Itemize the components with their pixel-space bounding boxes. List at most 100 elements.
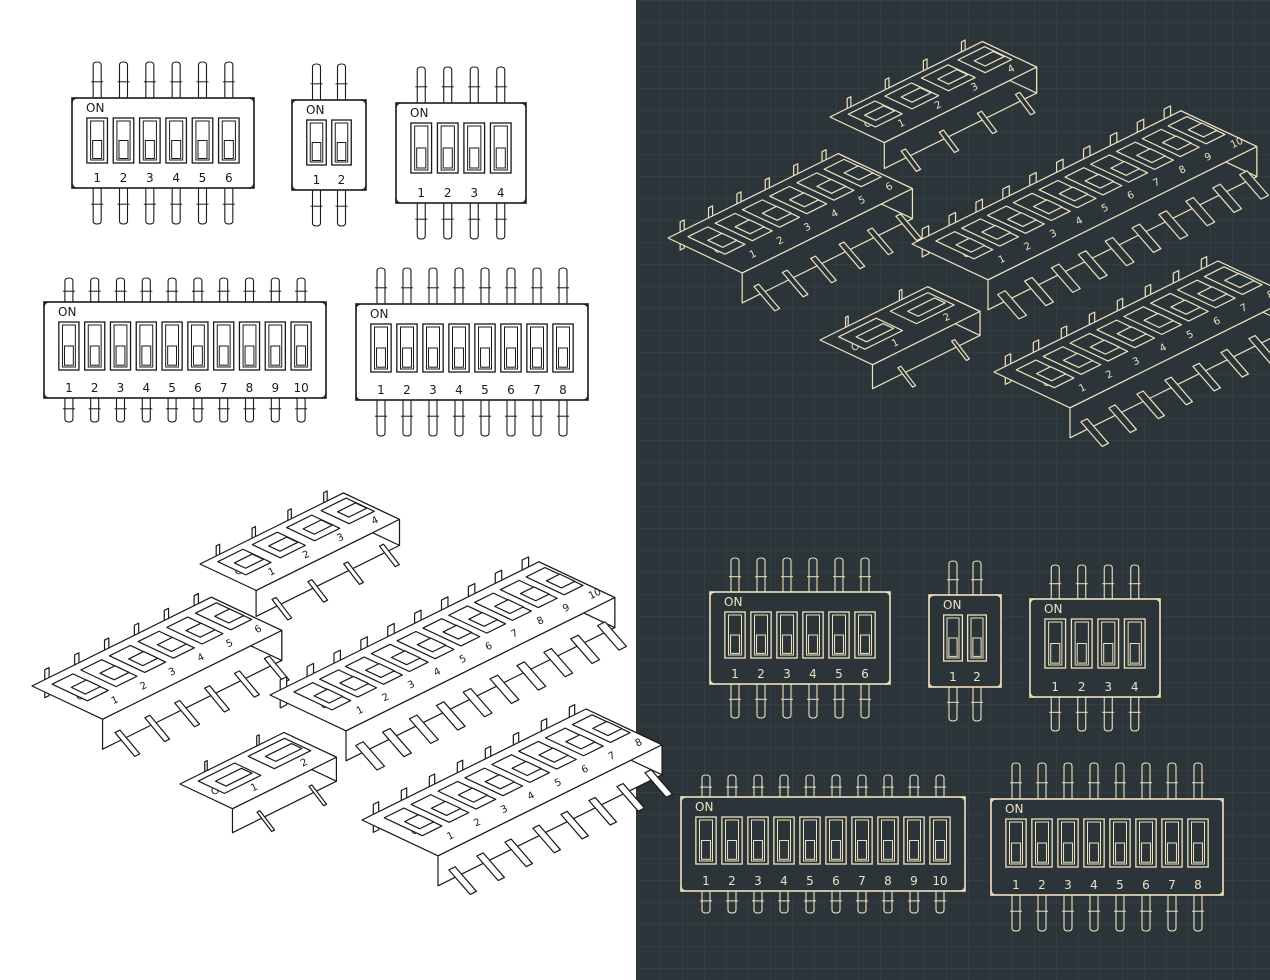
corner-notch <box>995 594 1002 601</box>
pin-front <box>900 148 922 172</box>
pin-front <box>951 339 970 362</box>
switch-lever <box>1110 160 1141 176</box>
switch-lever <box>788 192 820 208</box>
switch-slot-inner <box>216 324 231 368</box>
switch-lever <box>955 237 986 253</box>
switch-lever <box>855 322 895 343</box>
switch-slot <box>1083 818 1105 868</box>
switch-number: 1 <box>1051 680 1059 694</box>
switch-slot-inner <box>1113 821 1127 865</box>
pin-top <box>857 774 867 797</box>
switch-slot-inner <box>478 326 492 370</box>
switch-lever <box>141 345 152 366</box>
switch-slot <box>1135 818 1157 868</box>
on-label: ON <box>1044 602 1062 616</box>
pin-front <box>1239 170 1270 200</box>
switch-number: 3 <box>429 383 437 397</box>
pin-bottom <box>948 687 958 722</box>
pin-bottom <box>428 400 438 437</box>
switch-number: 2 <box>301 549 312 562</box>
switch-slot <box>1161 818 1183 868</box>
switch-slot-inner <box>1048 621 1063 666</box>
switch-number: 4 <box>780 874 788 888</box>
switch-lever <box>376 347 386 368</box>
switch-lever <box>167 345 178 366</box>
switch-slot <box>109 321 132 371</box>
corner-notch <box>582 394 589 401</box>
switch-lever <box>1063 842 1073 863</box>
pin-front <box>1185 196 1216 227</box>
switch-slot <box>410 122 433 174</box>
pin-bottom <box>808 684 818 719</box>
corner-notch <box>928 681 935 688</box>
switch-number: 3 <box>406 679 417 692</box>
switch-slot <box>331 119 352 166</box>
switch-slot-inner <box>190 324 205 368</box>
switch-slot <box>217 117 240 164</box>
pin-bottom <box>115 398 126 423</box>
switch-number: 1 <box>93 171 101 185</box>
corner-notch <box>1029 691 1036 698</box>
switch-lever <box>484 774 516 790</box>
pin-front <box>1158 210 1189 240</box>
switch-lever <box>834 634 844 654</box>
switch-number: 5 <box>1116 878 1124 892</box>
switch-number: 7 <box>510 628 521 641</box>
pin-front <box>543 647 574 678</box>
switch-number: 1 <box>731 667 739 681</box>
pin-top <box>1037 762 1047 799</box>
switch-number: 9 <box>910 874 918 888</box>
pin-front <box>753 283 781 312</box>
switch-lever <box>89 345 100 366</box>
pin-front <box>1220 348 1250 378</box>
switch-lever <box>416 147 427 169</box>
switch-slot-inner <box>374 326 388 370</box>
switch-number: 6 <box>832 874 840 888</box>
dark-isometric-views: ON1234ON123456ON12345678910ON12ON1234567… <box>667 39 1270 448</box>
pin-bottom <box>506 400 516 437</box>
switch-slot <box>526 323 548 373</box>
on-label: ON <box>306 103 324 117</box>
switch-number: 1 <box>896 117 907 130</box>
switch-lever <box>808 634 818 654</box>
on-label: ON <box>58 305 76 319</box>
switch-slot <box>112 117 135 164</box>
switch-slot <box>851 816 873 865</box>
switch-lever <box>442 624 473 640</box>
switch-slot <box>1070 618 1093 669</box>
switch-lever <box>532 347 542 368</box>
pin-front <box>1080 418 1110 448</box>
switch-lever <box>1007 212 1037 228</box>
switch-lever <box>948 637 958 657</box>
switch-lever <box>730 634 740 654</box>
switch-slot <box>966 614 988 662</box>
switch-slot <box>58 321 80 371</box>
switch-number: 7 <box>1168 878 1176 892</box>
switch-number: 2 <box>1023 241 1034 254</box>
pin-front <box>504 838 534 868</box>
switch-slot <box>903 816 925 865</box>
switch-lever <box>972 637 982 657</box>
pin-bottom <box>167 398 177 423</box>
switch-lever <box>981 224 1012 240</box>
pin-front <box>308 784 328 807</box>
pin-top <box>779 774 789 797</box>
switch-lever <box>1224 272 1255 289</box>
pin-front <box>448 866 478 896</box>
switch-lever <box>727 840 737 860</box>
pin-bottom <box>558 400 568 437</box>
pin-top <box>402 267 412 304</box>
switch-number: 6 <box>1126 190 1137 203</box>
switch-number: 7 <box>858 874 866 888</box>
light-isometric-views: ON1234ON123456ON12345678910ON12ON1234567… <box>31 490 674 896</box>
switch-lever <box>1011 842 1021 863</box>
pin-front <box>588 796 618 826</box>
switch-number: 1 <box>377 383 385 397</box>
pin-top <box>469 66 479 103</box>
pin-front <box>462 687 493 718</box>
pin-front <box>781 269 809 298</box>
